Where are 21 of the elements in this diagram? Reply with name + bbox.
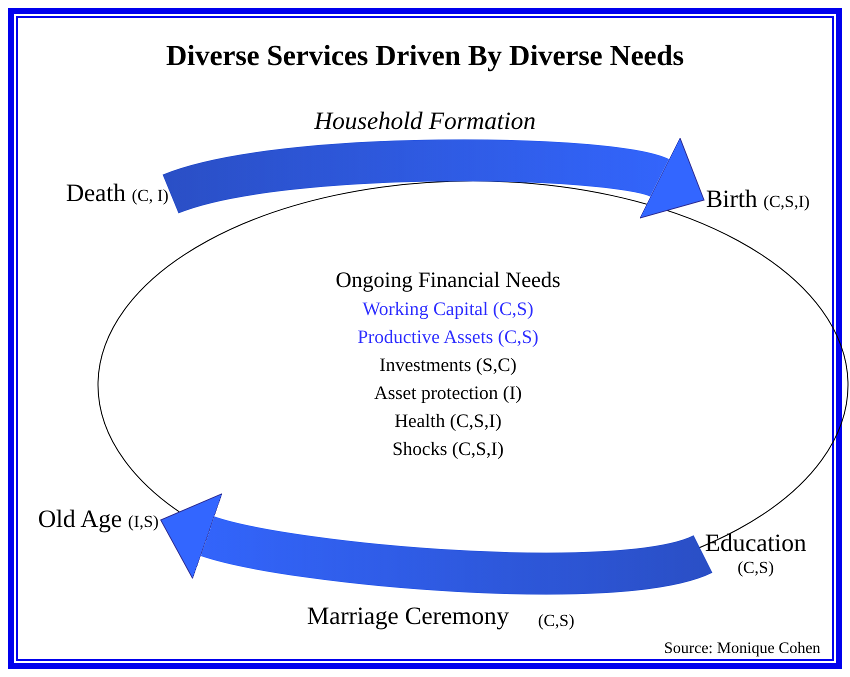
need-item: Productive Assets (C,S) — [357, 327, 539, 348]
event-name: Death — [66, 180, 126, 207]
event-name: Education — [705, 530, 806, 557]
source-note: Source: Monique Cohen — [664, 640, 820, 658]
need-item: Health (C,S,I) — [394, 411, 502, 432]
service-codes: (C,S) — [736, 558, 775, 578]
event-name: Birth — [706, 186, 758, 213]
need-item: Investments (S,C) — [379, 355, 517, 376]
service-codes: (I,S) — [128, 512, 159, 531]
need-item: Working Capital (C,S) — [362, 299, 534, 320]
curved-arrow — [159, 492, 710, 595]
need-item: Shocks (C,S,I) — [392, 439, 504, 460]
service-codes: (C,S,I) — [763, 192, 810, 211]
service-codes: (C, I) — [132, 186, 169, 205]
heading: Ongoing Financial Needs — [336, 267, 560, 292]
service-codes: (C,S) — [538, 611, 574, 631]
stage-label: Household Formation — [313, 108, 537, 136]
need-item: Asset protection (I) — [374, 383, 522, 404]
stage-label: Marriage Ceremony — [307, 603, 510, 631]
event-name: Old Age — [38, 506, 122, 533]
title: Diverse Services Driven By Diverse Needs — [165, 40, 685, 73]
